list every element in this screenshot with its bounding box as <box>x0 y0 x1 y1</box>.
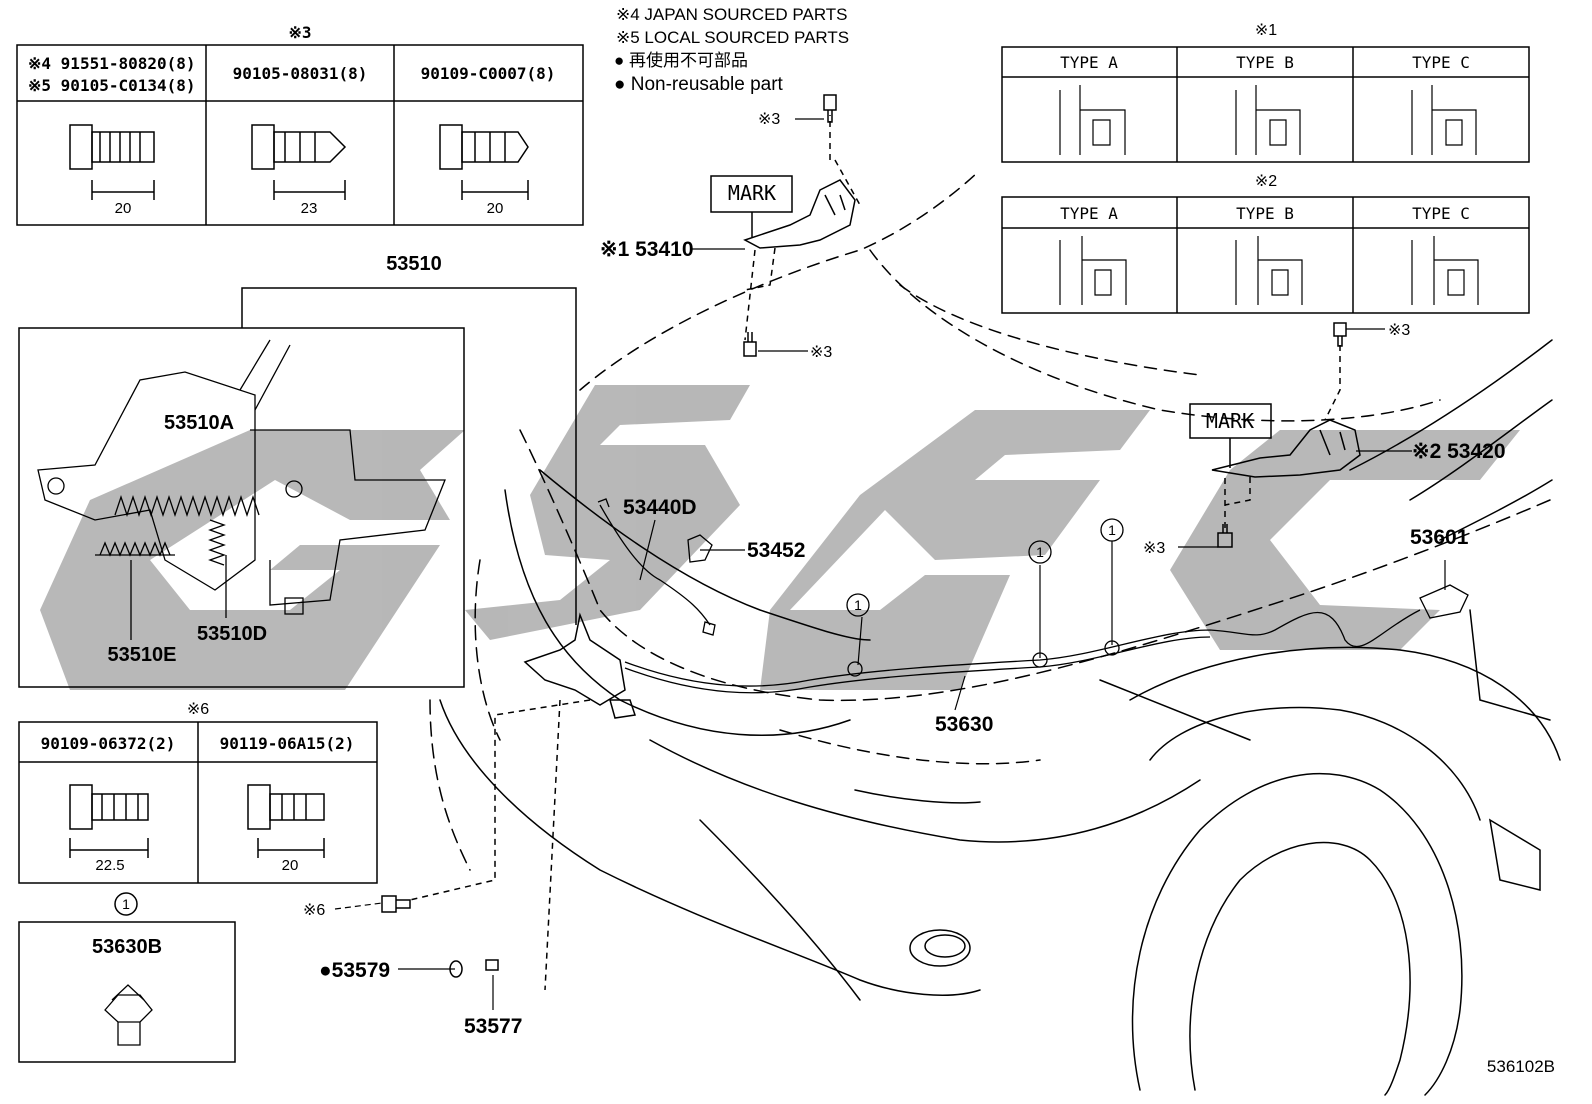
note-3-right-top: ※3 <box>1388 322 1410 339</box>
bolt-icon <box>251 124 347 200</box>
label-53601: 53601 <box>1410 526 1469 549</box>
label-53577: 53577 <box>464 1015 522 1038</box>
type-table-1 <box>1001 46 1530 163</box>
bolt-table-3-col2: 90105-08031(8) <box>233 64 368 83</box>
hood-release-cable <box>597 498 1469 694</box>
type-table-1-header-b: TYPE B <box>1236 53 1294 72</box>
legend-line-4: ● Non-reusable part <box>614 74 784 95</box>
mark-label-right: MARK <box>1206 409 1254 433</box>
bolt-6-dim-1: 22.5 <box>95 857 124 874</box>
hinge-left <box>743 94 861 357</box>
mark-label-left: MARK <box>728 181 776 205</box>
label-53410: ※1 53410 <box>600 238 694 261</box>
latch-inset <box>18 287 577 688</box>
bolt-table-3-col1-line1: ※4 91551-80820(8) <box>28 54 196 73</box>
label-53420: ※2 53420 <box>1412 440 1506 463</box>
bolt-dim-2: 23 <box>301 200 318 217</box>
label-53452: 53452 <box>747 539 805 562</box>
bolt-table-3-col3: 90109-C0007(8) <box>421 64 556 83</box>
note-3-left: ※3 <box>810 344 832 361</box>
label-53440d: 53440D <box>623 496 697 519</box>
bolt-dim-1: 20 <box>115 200 132 217</box>
legend-line-2: ※5 LOCAL SOURCED PARTS <box>616 28 849 47</box>
bolt-icon <box>69 124 155 200</box>
clip-circle-number: 1 <box>122 896 130 912</box>
clip-icon <box>104 984 153 1046</box>
bolt-icon <box>247 784 325 858</box>
circle-number-a: 1 <box>854 597 862 613</box>
legend-line-1: ※4 JAPAN SOURCED PARTS <box>616 5 848 24</box>
callout-labels: ※1 53410 ※2 53420 53440D 53452 53601 536… <box>319 238 1506 1038</box>
label-53510: 53510 <box>386 253 442 275</box>
watermark-logo <box>40 385 1520 690</box>
label-53510e: 53510E <box>108 644 177 666</box>
bolt-table-6 <box>18 721 378 884</box>
type-table-1-note: ※1 <box>1255 22 1277 39</box>
clip-box <box>18 892 236 1063</box>
note-6: ※6 <box>303 902 325 919</box>
bolt-dim-3: 20 <box>487 200 504 217</box>
bolt-icon <box>69 784 149 858</box>
label-53630b: 53630B <box>92 936 162 958</box>
car-outline <box>429 169 1561 1096</box>
label-53510d: 53510D <box>197 623 267 645</box>
bolt-table-3-col1-line2: ※5 90105-C0134(8) <box>28 76 196 95</box>
type-table-2-header-a: TYPE A <box>1060 204 1118 223</box>
type-table-2-header-b: TYPE B <box>1236 204 1294 223</box>
type-table-2-header-c: TYPE C <box>1412 204 1470 223</box>
figure-id: 536102B <box>1487 1057 1555 1076</box>
bolt-table-3 <box>16 44 584 226</box>
type-table-2-note: ※2 <box>1255 173 1277 190</box>
circle-marker-1a <box>846 593 870 617</box>
label-53630: 53630 <box>935 713 993 736</box>
type-table-1-header-c: TYPE C <box>1412 53 1470 72</box>
label-53579: ●53579 <box>319 959 390 982</box>
type-table-1-header-a: TYPE A <box>1060 53 1118 72</box>
circle-marker-1c <box>1100 518 1124 542</box>
note-3-right-bottom: ※3 <box>1143 540 1165 557</box>
bolt-table-3-note: ※3 <box>288 23 311 42</box>
note-3-top: ※3 <box>758 111 780 128</box>
type-table-2 <box>1001 196 1530 314</box>
label-53510a: 53510A <box>164 412 234 434</box>
legend-line-3: ● 再使用不可部品 <box>614 50 748 70</box>
circle-number-b: 1 <box>1036 544 1044 560</box>
bolt-note-labels: ※3 ※3 ※3 ※3 ※6 <box>303 111 1410 919</box>
bolt-table-6-col2: 90119-06A15(2) <box>220 734 355 753</box>
circle-number-c: 1 <box>1108 522 1116 538</box>
bolt-icon <box>439 124 529 200</box>
bolt-6-dim-2: 20 <box>282 857 299 874</box>
hood-latch <box>381 612 636 991</box>
bolt-table-6-note: ※6 <box>187 701 209 718</box>
hinge-right <box>1211 322 1361 548</box>
circle-marker-1b <box>1028 540 1052 564</box>
leader-lines <box>334 118 1446 1010</box>
bolt-table-6-col1: 90109-06372(2) <box>41 734 176 753</box>
legend: ※4 JAPAN SOURCED PARTS ※5 LOCAL SOURCED … <box>614 5 849 95</box>
